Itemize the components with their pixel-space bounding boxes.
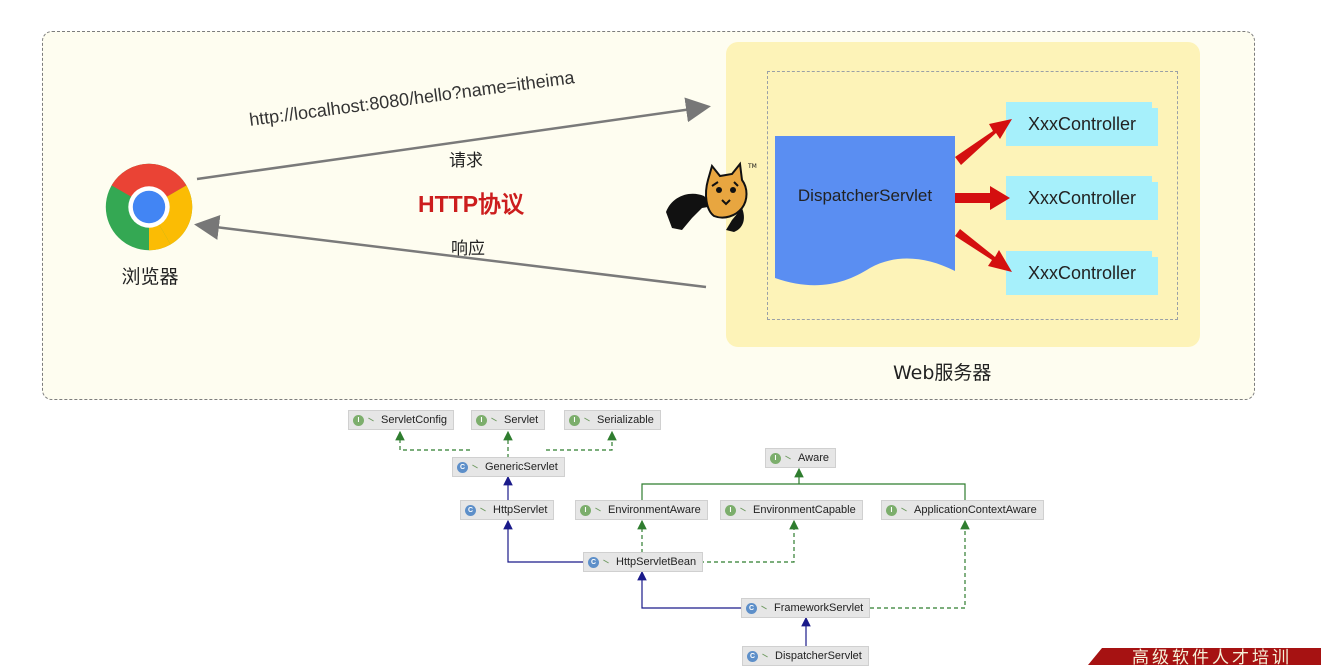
controller-fold — [1152, 176, 1158, 182]
controller-fold — [1152, 251, 1158, 257]
browser-label: 浏览器 — [121, 266, 179, 288]
interface-badge-icon: I — [725, 504, 736, 516]
visibility-icon — [760, 605, 768, 611]
class-node-label: HttpServletBean — [616, 556, 697, 568]
training-banner: 高级软件人才培训 — [1088, 648, 1321, 665]
visibility-icon — [583, 417, 591, 423]
dispatcher-servlet-label: DispatcherServlet — [797, 186, 933, 205]
class-node-httpservlet[interactable]: C HttpServlet — [460, 500, 555, 520]
chrome-browser-icon — [105, 163, 193, 251]
class-badge-icon: C — [746, 602, 757, 614]
class-node-servlet[interactable]: I Servlet — [471, 410, 546, 430]
visibility-icon — [739, 507, 747, 513]
visibility-icon — [900, 507, 908, 513]
class-node-environmentaware[interactable]: I EnvironmentAware — [575, 500, 708, 520]
class-node-label: EnvironmentCapable — [753, 504, 856, 516]
class-node-label: Serializable — [597, 414, 654, 426]
visibility-icon — [784, 455, 792, 461]
interface-badge-icon: I — [580, 504, 591, 516]
interface-badge-icon: I — [353, 414, 364, 426]
controller-label: XxxController — [1027, 262, 1137, 283]
class-node-label: DispatcherServlet — [775, 650, 862, 662]
visibility-icon — [471, 464, 479, 470]
visibility-icon — [479, 507, 487, 513]
dispatcher-servlet-box — [775, 136, 955, 286]
class-node-label: ApplicationContextAware — [914, 504, 1037, 516]
tomcat-logo-icon: TM — [666, 161, 757, 232]
svg-text:TM: TM — [747, 163, 757, 170]
class-node-label: EnvironmentAware — [608, 504, 701, 516]
class-node-label: HttpServlet — [493, 504, 548, 516]
visibility-icon — [490, 417, 498, 423]
controller-label: XxxController — [1027, 113, 1137, 134]
response-label: 响应 — [451, 239, 485, 259]
class-node-servletconfig[interactable]: I ServletConfig — [348, 410, 455, 430]
class-badge-icon: C — [465, 504, 476, 516]
class-node-environmentcapable[interactable]: I EnvironmentCapable — [720, 500, 863, 520]
class-node-serializable[interactable]: I Serializable — [564, 410, 661, 430]
visibility-icon — [602, 559, 610, 565]
class-node-httpservletbean[interactable]: C HttpServletBean — [583, 552, 704, 572]
interface-badge-icon: I — [886, 504, 897, 516]
class-node-label: Aware — [798, 452, 829, 464]
class-badge-icon: C — [588, 556, 599, 568]
class-node-label: GenericServlet — [485, 461, 558, 473]
protocol-label: HTTP协议 — [418, 191, 525, 217]
request-label: 请求 — [449, 151, 483, 171]
class-node-applicationcontextaware[interactable]: I ApplicationContextAware — [881, 500, 1044, 520]
class-node-label: ServletConfig — [381, 414, 448, 426]
visibility-icon — [367, 417, 375, 423]
controller-box-1: XxxController — [1006, 102, 1158, 146]
interface-badge-icon: I — [476, 414, 487, 426]
visibility-icon — [594, 507, 602, 513]
class-badge-icon: C — [457, 461, 468, 473]
controller-box-3: XxxController — [1006, 251, 1158, 295]
interface-badge-icon: I — [569, 414, 580, 426]
controller-fold — [1152, 102, 1158, 108]
interface-badge-icon: I — [770, 452, 781, 464]
class-node-aware[interactable]: I Aware — [765, 448, 836, 468]
controller-box-2: XxxController — [1006, 176, 1158, 220]
class-node-label: Servlet — [504, 414, 539, 426]
web-server-label: Web服务器 — [893, 362, 992, 384]
class-node-dispatcherservlet[interactable]: C DispatcherServlet — [742, 646, 869, 666]
class-node-label: FrameworkServlet — [774, 602, 864, 614]
class-node-genericservlet[interactable]: C GenericServlet — [452, 457, 565, 477]
class-node-frameworkservlet[interactable]: C FrameworkServlet — [741, 598, 871, 618]
controller-label: XxxController — [1027, 187, 1137, 208]
web-server-inner-frame — [767, 71, 1178, 320]
visibility-icon — [761, 653, 769, 659]
class-badge-icon: C — [747, 650, 758, 662]
